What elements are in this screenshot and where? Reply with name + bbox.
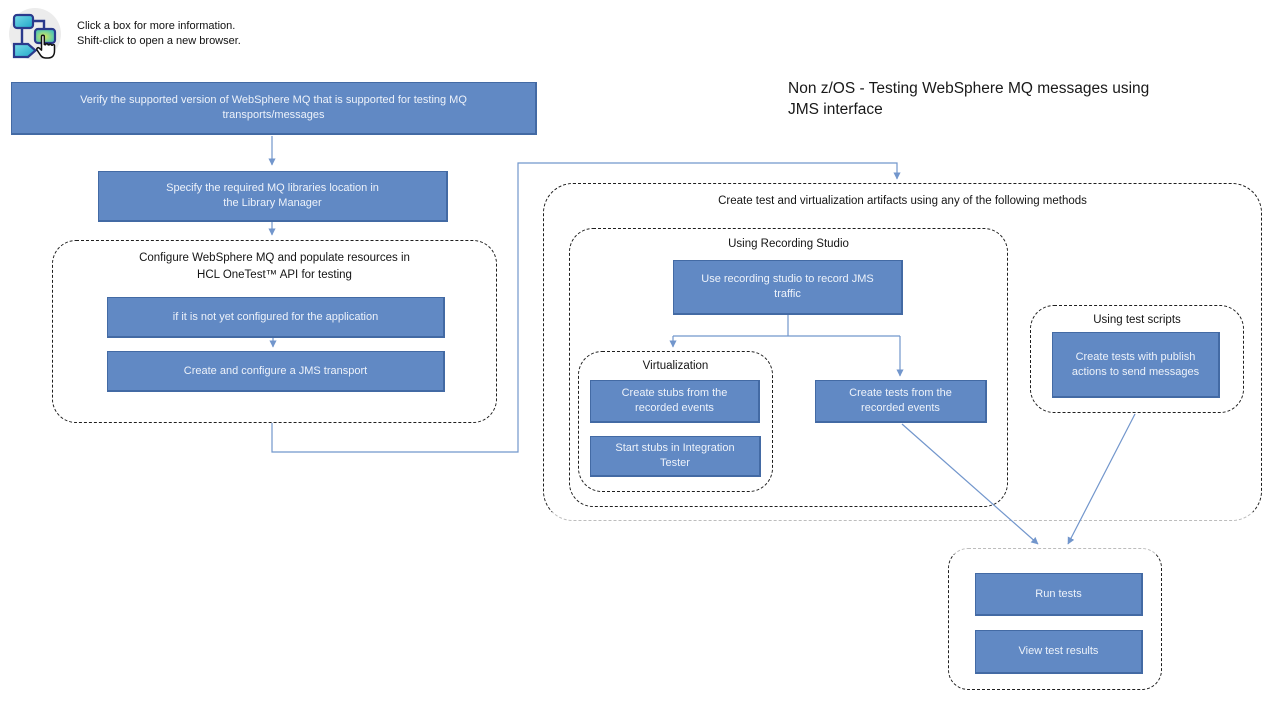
verify-mq-version-box[interactable]: Verify the supported version of WebSpher…	[11, 82, 537, 135]
test-scripts-group: Using test scripts	[1030, 305, 1244, 413]
flowchart-click-icon	[9, 8, 61, 60]
virtualization-group-label: Virtualization	[642, 360, 709, 372]
use-recording-studio-box[interactable]: Use recording studio to record JMS traff…	[673, 260, 903, 315]
create-stubs-box[interactable]: Create stubs from the recorded events	[590, 380, 760, 423]
hand-cursor-icon	[36, 34, 56, 59]
page-title-line-1: Non z/OS - Testing WebSphere MQ messages…	[788, 80, 1150, 97]
results-group	[948, 548, 1162, 690]
legend-instructions: Click a box for more information. Shift-…	[77, 19, 241, 48]
configure-mq-group-label: Configure WebSphere MQ and populate reso…	[139, 252, 410, 281]
create-jms-transport-box[interactable]: Create and configure a JMS transport	[107, 351, 445, 392]
view-test-results-box[interactable]: View test results	[975, 630, 1143, 674]
start-stubs-box[interactable]: Start stubs in Integration Tester	[590, 436, 761, 477]
create-artifacts-group-label: Create test and virtualization artifacts…	[718, 195, 1087, 207]
page-title: Non z/OS - Testing WebSphere MQ messages…	[788, 78, 1149, 120]
run-tests-box[interactable]: Run tests	[975, 573, 1143, 616]
create-tests-from-events-box[interactable]: Create tests from the recorded events	[815, 380, 987, 423]
create-publish-tests-box[interactable]: Create tests with publish actions to sen…	[1052, 332, 1220, 398]
test-scripts-group-label: Using test scripts	[1093, 314, 1181, 326]
legend-line-1: Click a box for more information.	[77, 20, 236, 32]
not-yet-configured-box[interactable]: if it is not yet configured for the appl…	[107, 297, 445, 338]
recording-studio-group-label: Using Recording Studio	[728, 238, 849, 250]
legend-line-2: Shift-click to open a new browser.	[77, 34, 241, 47]
specify-mq-libraries-box[interactable]: Specify the required MQ libraries locati…	[98, 171, 448, 222]
page-title-line-2: JMS interface	[788, 101, 883, 118]
